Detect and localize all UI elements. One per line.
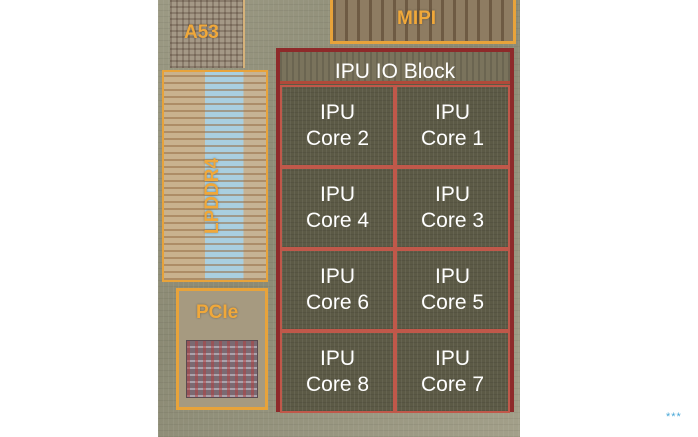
- ipu-io-block: [280, 52, 510, 84]
- pcie-label: PCIe: [196, 302, 239, 323]
- ipu-io-block-label: IPU IO Block: [334, 60, 456, 83]
- a53-label: A53: [184, 22, 219, 43]
- a53-block: [170, 0, 245, 68]
- mipi-block: [330, 0, 516, 44]
- lpddr4-label: LPDDR4: [202, 157, 223, 234]
- corner-mark: ***: [666, 411, 682, 423]
- mipi-label: MIPI: [397, 8, 437, 29]
- lpddr4-block: [162, 70, 268, 282]
- pcie-phy-area: [186, 340, 258, 398]
